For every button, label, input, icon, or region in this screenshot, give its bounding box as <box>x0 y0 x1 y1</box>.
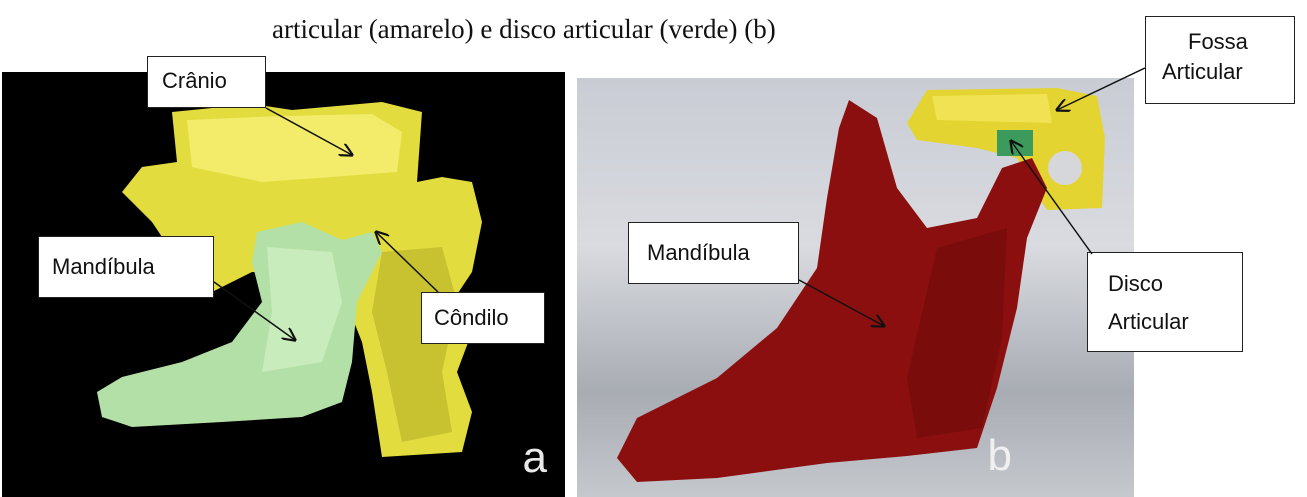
arrow-cranio <box>266 108 352 155</box>
arrow-condilo <box>376 232 438 292</box>
arrow-mandibula-a <box>214 282 295 340</box>
arrow-disco <box>1011 141 1092 254</box>
arrow-fossa <box>1057 68 1145 110</box>
arrow-mandibula-b <box>799 280 884 326</box>
